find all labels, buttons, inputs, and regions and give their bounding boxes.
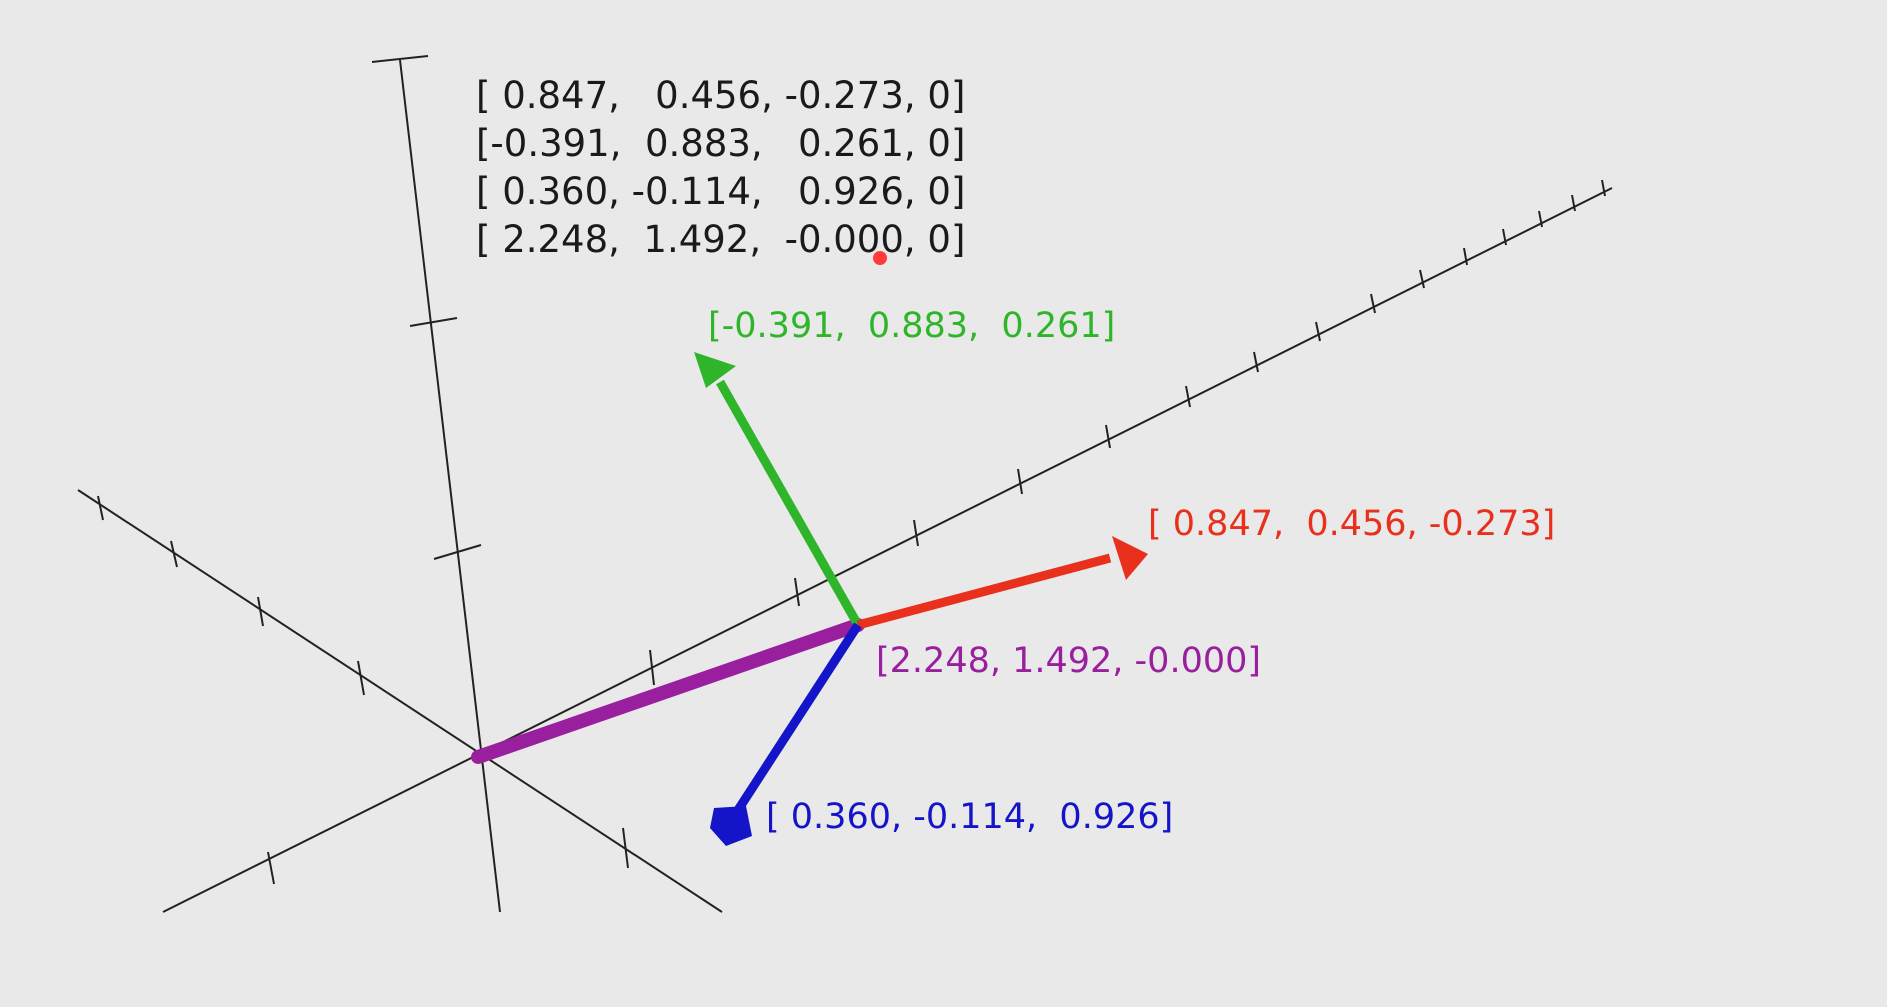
x-axis-vector-label: [ 0.847, 0.456, -0.273] [1148, 504, 1556, 544]
axis-tick [170, 540, 178, 568]
axis-tick [257, 596, 264, 627]
matrix-row-2: [-0.391, 0.883, 0.261, 0] [476, 122, 966, 165]
axis-tick [913, 519, 919, 547]
axis-tick [1571, 194, 1576, 212]
vertical-axis [399, 59, 501, 913]
axis-tick [97, 495, 104, 521]
matrix-row-4: [ 2.248, 1.492, -0.000, 0] [476, 218, 966, 261]
axis-tick [1253, 351, 1259, 373]
world-axes [77, 55, 1613, 913]
matrix-row-1: [ 0.847, 0.456, -0.273, 0] [476, 74, 966, 117]
horizontal-axis [162, 187, 1613, 913]
origin-vector [471, 618, 865, 764]
axis-tick [1502, 228, 1507, 246]
axis-tick [357, 660, 365, 696]
axis-tick [1315, 321, 1321, 342]
axis-tick [1185, 385, 1191, 408]
axis-tick [1538, 210, 1543, 228]
depth-axis [77, 489, 723, 913]
y-axis-vector-label: [-0.391, 0.883, 0.261] [708, 306, 1116, 346]
axis-tick [1419, 269, 1425, 289]
axis-tick [1463, 247, 1468, 266]
axis-tick [433, 544, 482, 560]
axis-tick [1601, 179, 1606, 197]
z-axis-vector-label: [ 0.360, -0.114, 0.926] [766, 797, 1174, 837]
axis-tick [1105, 424, 1111, 449]
x-axis-vector [856, 553, 1112, 630]
z-axis-arrowhead [710, 806, 752, 846]
axis-tick [1017, 468, 1023, 495]
matrix-row-3: [ 0.360, -0.114, 0.926, 0] [476, 170, 966, 213]
axis-tick [409, 317, 458, 327]
transform-matrix: [ 0.847, 0.456, -0.273, 0] [-0.391, 0.88… [476, 72, 965, 264]
axis-tick [371, 55, 429, 63]
x-axis-arrowhead [1112, 536, 1148, 580]
origin-vector-label: [2.248, 1.492, -0.000] [876, 641, 1262, 681]
y-axis-arrowhead [694, 352, 736, 388]
y-axis-vector [716, 379, 862, 628]
axis-tick [622, 827, 629, 869]
cursor-dot [873, 251, 887, 265]
axis-tick [649, 649, 655, 686]
axis-tick [1370, 293, 1376, 314]
axis-tick [794, 577, 800, 607]
axis-tick [267, 851, 275, 885]
z-axis-vector [734, 622, 862, 813]
